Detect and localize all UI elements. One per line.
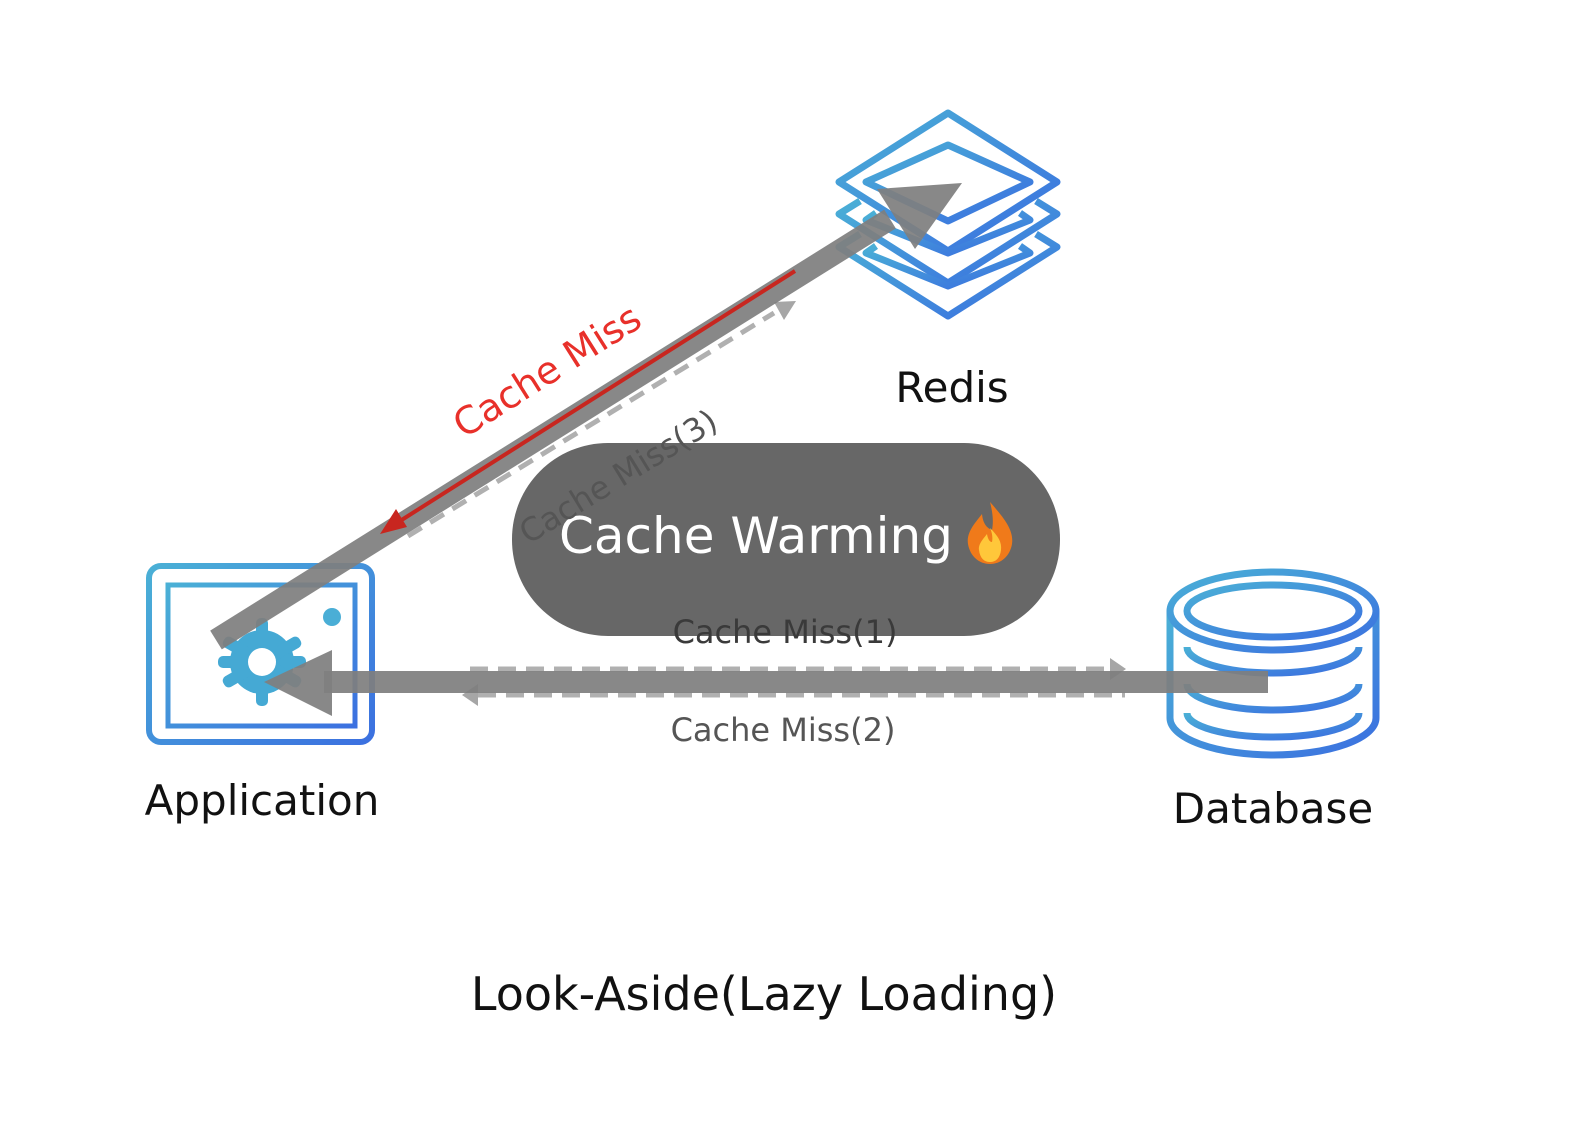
cache-miss-1-label: Cache Miss(1) — [673, 613, 898, 651]
stack-layers-icon — [835, 109, 1061, 320]
database-cylinder-icon — [1166, 568, 1380, 759]
cache-miss-3-dashed-arrow — [406, 301, 796, 539]
cache-warming-badge: Cache Warming 🔥 — [512, 443, 1060, 636]
cache-warming-label: Cache Warming — [559, 507, 953, 565]
cache-miss-red-arrow — [380, 269, 797, 534]
main-arrow-db-to-app — [264, 650, 1268, 716]
redis-label: Redis — [895, 363, 1008, 412]
fire-icon: 🔥 — [967, 502, 1013, 564]
main-arrow-app-to-redis — [210, 183, 962, 650]
database-label: Database — [1173, 784, 1373, 833]
cache-miss-2-label: Cache Miss(2) — [671, 711, 896, 749]
application-label: Application — [145, 776, 380, 825]
app-window-gear-icon — [146, 563, 375, 745]
diagram-caption: Look-Aside(Lazy Loading) — [471, 967, 1057, 1021]
